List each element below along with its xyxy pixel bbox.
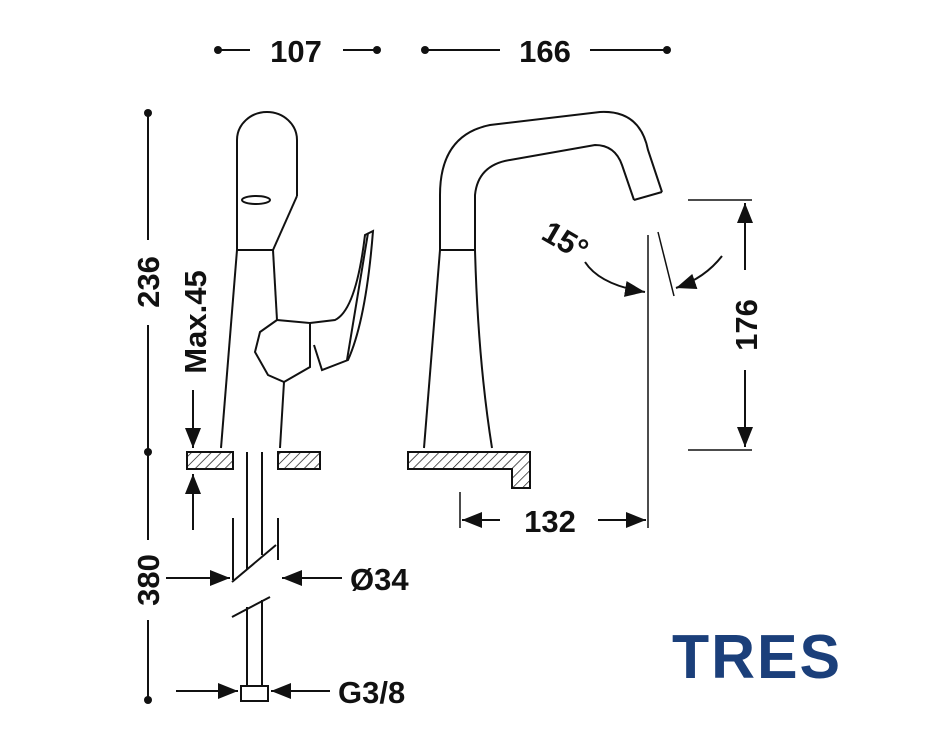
dimension-height-176: 176	[688, 199, 764, 451]
dimension-width-left: 107	[214, 34, 381, 69]
hose	[231, 452, 279, 702]
faucet-front-view	[423, 110, 663, 449]
dimension-reach-132: 132	[459, 235, 649, 539]
logo-text: TRES	[672, 623, 842, 692]
dimension-label-166: 166	[519, 34, 571, 69]
dimension-label-g38: G3/8	[338, 675, 405, 710]
dimension-width-right: 166	[421, 34, 671, 69]
countertop-right	[407, 451, 531, 489]
dimension-label-d34: Ø34	[350, 562, 409, 597]
dimension-label-15deg: 15°	[536, 214, 594, 268]
dimension-angle: 15°	[536, 214, 723, 297]
dimension-diameter-34: Ø34	[166, 562, 409, 597]
dimension-height-236: 236	[131, 109, 166, 456]
dimension-label-107: 107	[270, 34, 322, 69]
dimension-label-176: 176	[729, 299, 764, 351]
dimension-label-380: 380	[131, 554, 166, 606]
dimension-label-236: 236	[131, 256, 166, 308]
connector-nut	[240, 685, 269, 702]
dimension-connection: G3/8	[176, 675, 405, 710]
dimension-label-132: 132	[524, 504, 576, 539]
countertop-left	[186, 451, 321, 470]
dimension-max-45: Max.45	[178, 270, 213, 530]
dimension-label-max45: Max.45	[178, 270, 213, 373]
dimension-hose-380: 380	[131, 452, 166, 704]
tres-logo: TRES	[672, 623, 842, 692]
faucet-side-view	[220, 111, 375, 449]
